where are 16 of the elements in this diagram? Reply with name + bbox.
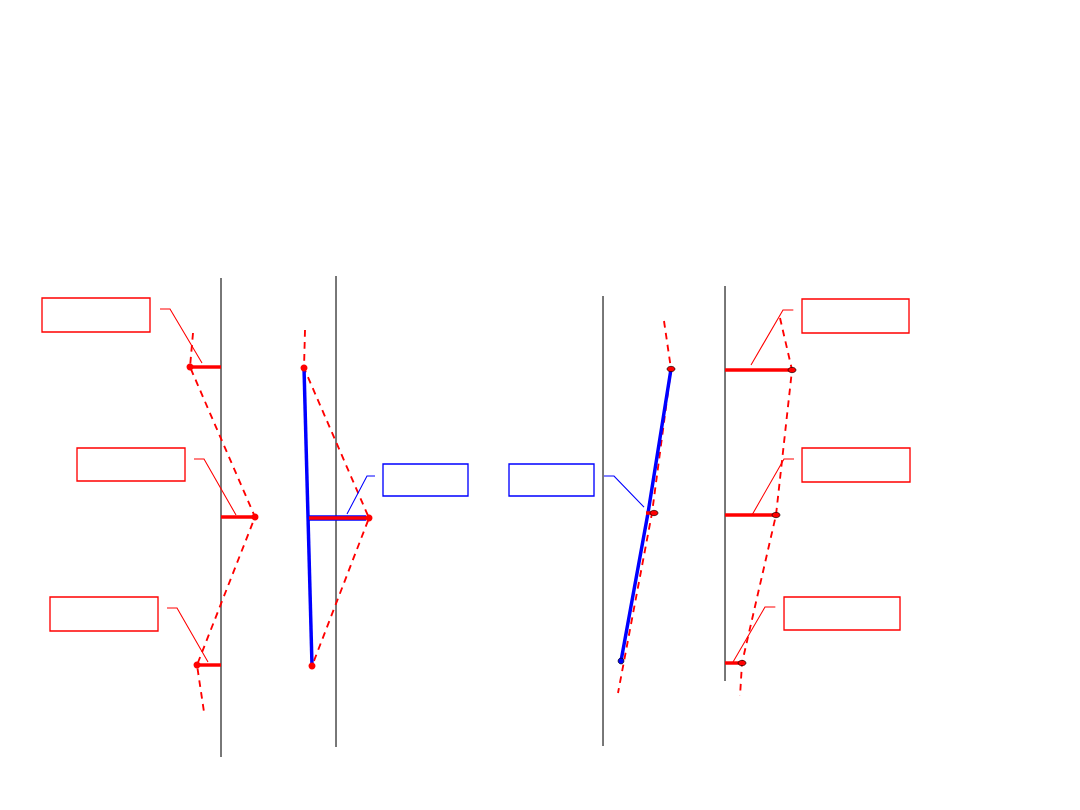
leader-line (751, 458, 795, 516)
leader-line (732, 606, 776, 663)
leader-line (166, 607, 209, 663)
empty-box (382, 463, 469, 497)
leader-line (603, 475, 645, 508)
empty-box (41, 297, 151, 333)
empty-box (508, 463, 595, 497)
empty-box (801, 298, 910, 334)
leader-line (346, 475, 376, 515)
leader-line (159, 308, 203, 364)
leader-line (193, 458, 237, 516)
empty-box (801, 447, 911, 483)
empty-box (76, 447, 186, 482)
empty-box (49, 596, 159, 632)
empty-box (783, 596, 901, 631)
leader-line (750, 309, 794, 366)
